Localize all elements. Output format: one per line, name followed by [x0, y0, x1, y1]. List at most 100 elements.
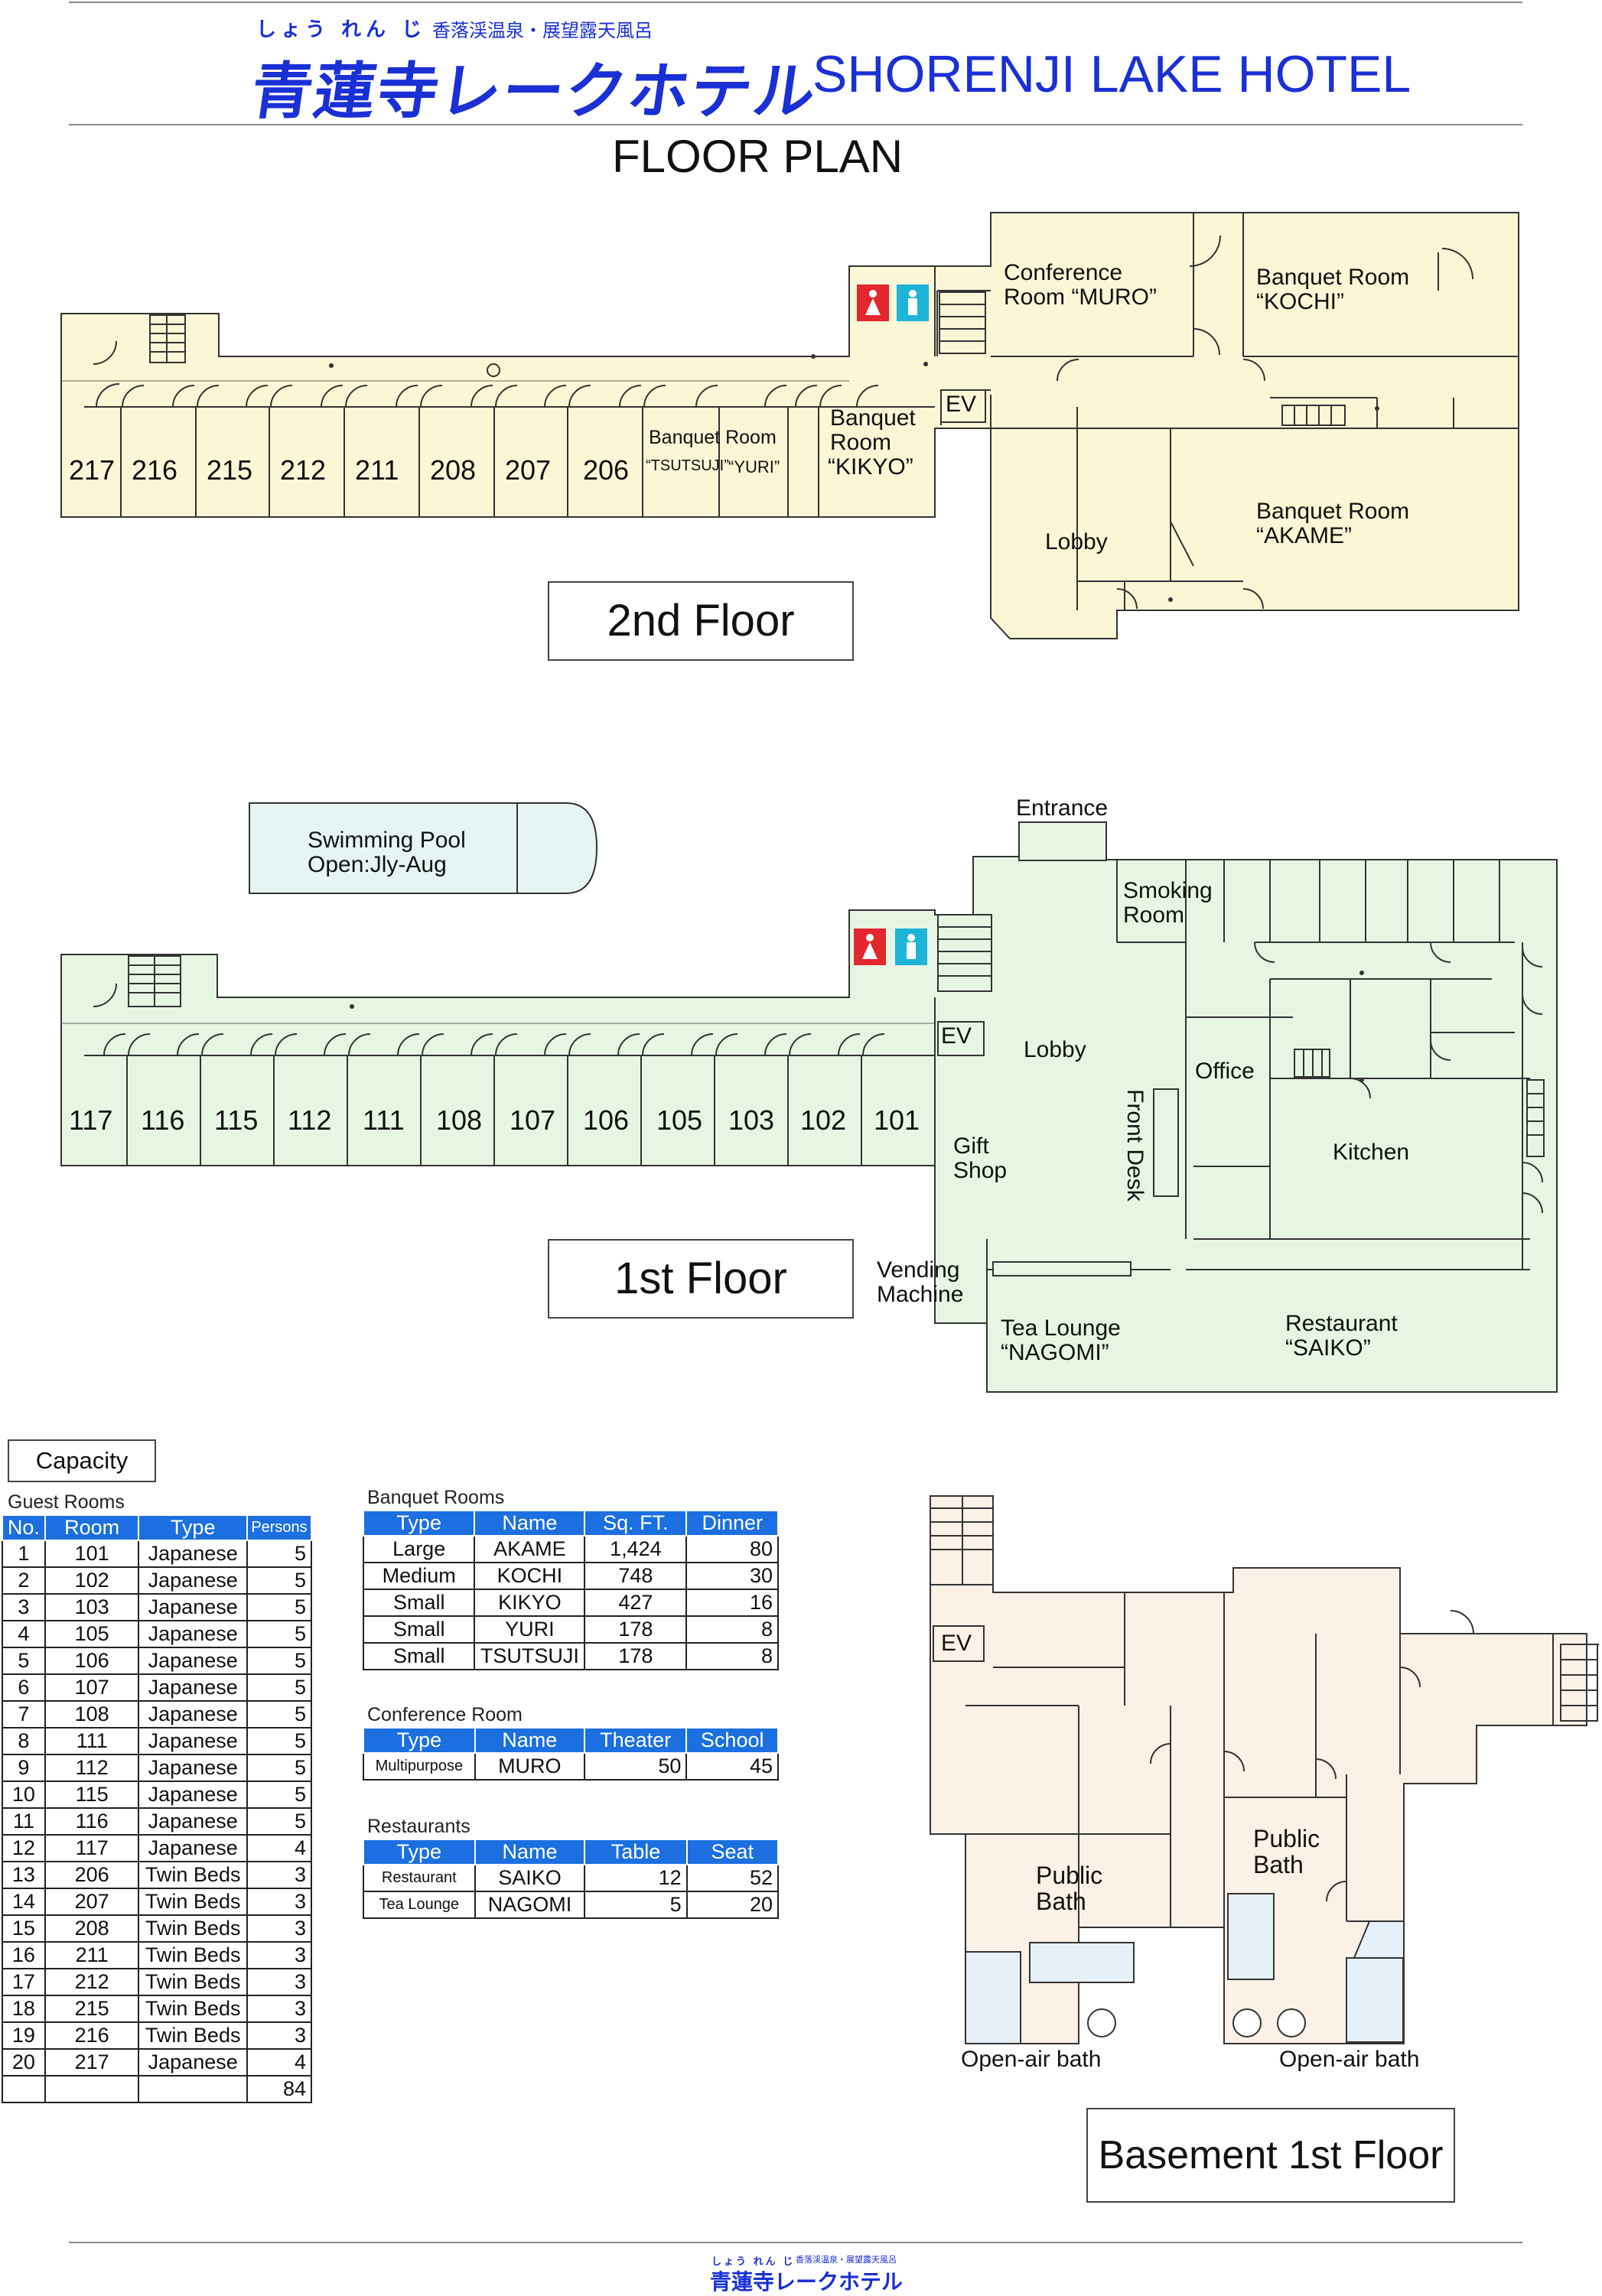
table-cell: SAIKO: [474, 1864, 586, 1892]
room-label-105: 105: [656, 1104, 703, 1136]
smoking-room-label-1: Smoking: [1123, 878, 1213, 903]
column-header-sqft: Sq. FT.: [584, 1510, 688, 1537]
table-cell: Small: [362, 1589, 476, 1617]
table-cell: 12: [2, 1834, 46, 1862]
table-cell: 80: [685, 1535, 779, 1563]
table-cell: 116: [44, 1807, 140, 1836]
table-cell: 4: [246, 1834, 312, 1862]
table-cell: 20: [685, 1891, 780, 1919]
table-cell: 17: [2, 1968, 46, 1996]
first-floor-room-labels: 117 116 115 112 111 108 107 106 105 103 …: [64, 1104, 936, 1136]
table-cell: 208: [44, 1914, 140, 1943]
column-header-persons: Persons: [246, 1514, 312, 1541]
table-cell: Restaurant: [363, 1864, 476, 1892]
table-cell: 4: [2, 1620, 46, 1648]
second-floor-lobby-label: Lobby: [1045, 529, 1108, 554]
column-header-name: Name: [474, 1727, 585, 1754]
table-cell: 107: [44, 1673, 140, 1702]
basement-label-box: Basement 1st Floor: [1086, 2108, 1455, 2203]
table-cell: 2: [2, 1566, 46, 1595]
table-cell: 207: [44, 1888, 140, 1916]
open-air-bath-left-label: Open-air bath: [961, 2047, 1102, 2072]
first-floor-label-box: 1st Floor: [548, 1239, 854, 1319]
table-cell: Japanese: [138, 1593, 248, 1621]
table-cell: 5: [2, 1647, 46, 1675]
gift-shop-label-1: Gift: [953, 1133, 989, 1159]
room-label-111: 111: [363, 1104, 405, 1136]
office-label: Office: [1195, 1059, 1255, 1084]
table-cell: AKAME: [474, 1535, 586, 1563]
banquet-tsutsuji-yuri-label: Banquet Room: [649, 427, 777, 448]
table-cell: 13: [2, 1861, 46, 1889]
table-cell: Twin Beds: [138, 1888, 248, 1916]
table-cell: [44, 2075, 140, 2103]
column-header-type: Type: [363, 1727, 476, 1754]
table-cell: Japanese: [138, 1673, 248, 1702]
table-cell: Twin Beds: [138, 1995, 248, 2023]
table-cell: 15: [2, 1914, 46, 1943]
table-cell: 5: [584, 1891, 688, 1919]
column-header-dinner: Dinner: [685, 1510, 779, 1537]
table-cell: 427: [584, 1589, 688, 1617]
first-floor-plan: [60, 821, 1558, 1393]
room-label-102: 102: [800, 1104, 847, 1136]
pool-label-1: Swimming Pool: [308, 828, 466, 853]
column-header-type: Type: [362, 1510, 476, 1537]
table-cell: MURO: [474, 1752, 585, 1781]
table-cell: KIKYO: [474, 1589, 586, 1617]
table-cell: 5: [246, 1647, 312, 1675]
conference-room-title: Conference Room: [367, 1704, 523, 1725]
room-label-112: 112: [288, 1104, 332, 1136]
room-label-116: 116: [141, 1104, 185, 1136]
table-cell: 748: [584, 1562, 688, 1590]
table-cell: 5: [246, 1673, 312, 1702]
table-cell: 20: [2, 2048, 46, 2076]
table-cell: 5: [246, 1620, 312, 1648]
table-cell: 102: [44, 1566, 140, 1595]
table-cell: 216: [44, 2021, 140, 2050]
column-header-name: Name: [474, 1510, 586, 1537]
yuri-label: “YURI”: [728, 457, 780, 476]
room-label-211: 211: [355, 454, 399, 486]
second-floor-label: 2nd Floor: [607, 596, 795, 646]
public-bath-right-label-2: Bath: [1253, 1851, 1304, 1878]
table-cell: [2, 2075, 46, 2103]
table-cell: Japanese: [138, 1620, 248, 1648]
tea-lounge-label-2: “NAGOMI”: [1001, 1340, 1109, 1365]
room-label-208: 208: [430, 454, 477, 486]
vending-label-1: Vending: [877, 1257, 960, 1283]
table-cell: 108: [44, 1700, 140, 1729]
table-cell: Twin Beds: [138, 2021, 248, 2050]
table-cell: 212: [44, 1968, 140, 1996]
restaurants-title: Restaurants: [367, 1816, 471, 1837]
table-cell: 14: [2, 1888, 46, 1916]
table-cell: 5: [246, 1566, 312, 1595]
footer-logo: 青蓮寺レークホテル: [710, 2269, 904, 2294]
plan-title: FLOOR PLAN: [612, 131, 904, 182]
room-label-206: 206: [583, 454, 630, 486]
table-cell: 5: [246, 1754, 312, 1782]
table-cell: 115: [44, 1781, 140, 1809]
column-header-no: No.: [2, 1514, 46, 1541]
table-cell: 3: [246, 1861, 312, 1889]
table-cell: 19: [2, 2021, 46, 2050]
table-cell: 16: [2, 1941, 46, 1969]
second-floor-label-box: 2nd Floor: [548, 581, 854, 661]
table-cell: Japanese: [138, 1700, 248, 1729]
table-cell: 103: [44, 1593, 140, 1621]
table-cell: Japanese: [138, 1781, 248, 1809]
table-cell: 8: [2, 1727, 46, 1755]
first-floor-ev-label: EV: [941, 1023, 972, 1049]
